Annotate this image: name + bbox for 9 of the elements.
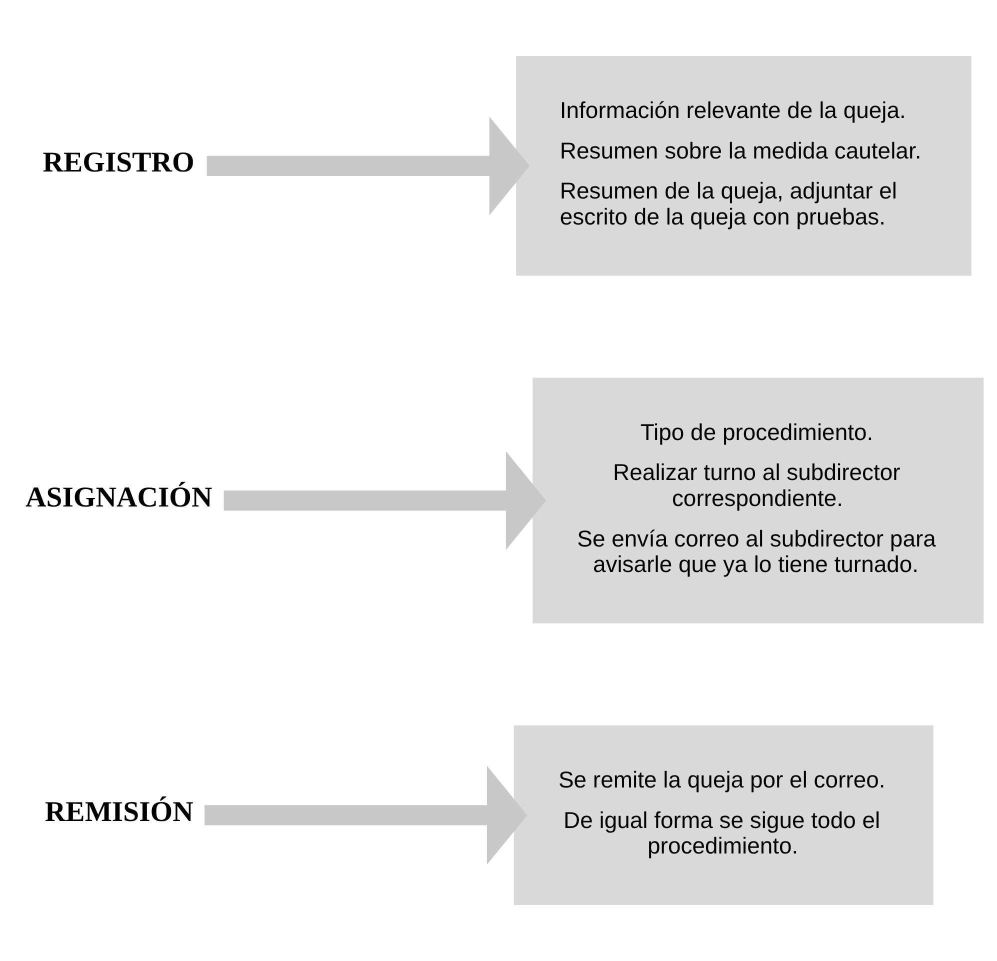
- node-box: Información relevante de la queja. Resumen sobre la medida cautelar. Resumen de la queja, adjuntar el escrito de la queja con pruebas.: [516, 56, 972, 276]
- arrow: [206, 116, 530, 216]
- node-text: REGISTRO: [42, 146, 194, 179]
- arrow: [204, 766, 528, 865]
- node-text: REMISIÓN: [44, 796, 194, 828]
- node-text: ASIGNACIÓN: [26, 481, 212, 514]
- node-box: Tipo de procedimiento. Realizar turno al subdirector correspondiente. Se envía correo al subdirector para avisarle que ya lo tiene turnado.: [532, 378, 984, 624]
- arrow: [224, 451, 546, 550]
- node-box: Se remite la queja por el correo. De igual forma se sigue todo el procedimiento.: [514, 725, 934, 905]
